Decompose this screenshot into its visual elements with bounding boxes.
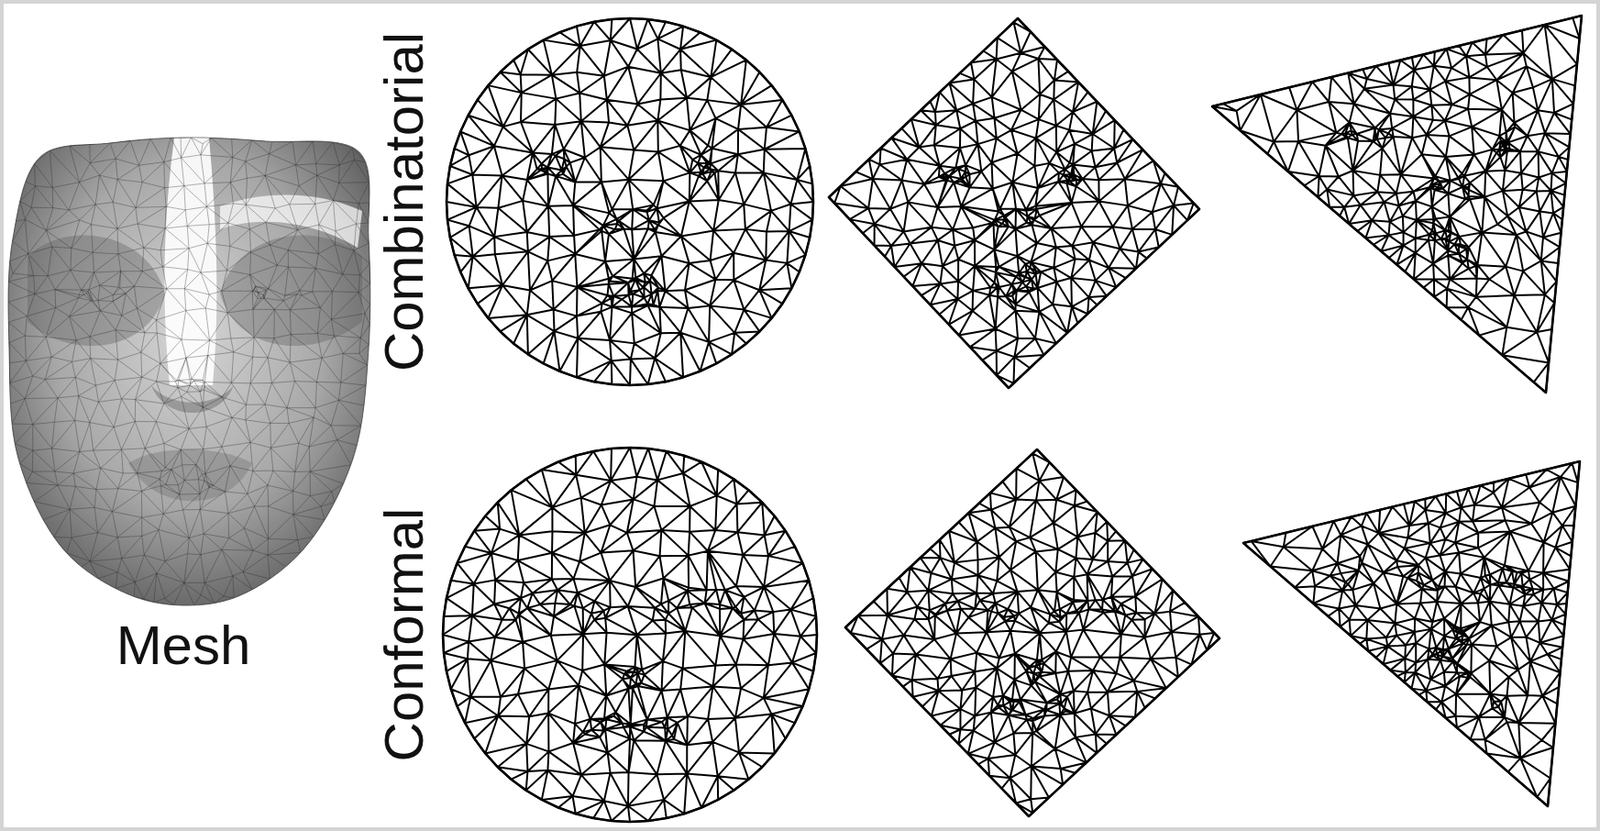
boundary-outline [828, 18, 1200, 388]
boundary-outline [1212, 15, 1582, 393]
boundary-outline [446, 18, 814, 386]
row-label: Conformal [372, 507, 436, 762]
face-surface [8, 137, 371, 606]
face-wireframe [8, 137, 371, 606]
square-parameterization [845, 449, 1220, 817]
figure-label: Mesh [116, 613, 252, 677]
brow-highlight [220, 195, 363, 249]
boundary-outline [845, 449, 1220, 817]
disk-parameterization [446, 18, 814, 386]
face-mesh [8, 137, 371, 606]
disk-parameterization [442, 447, 817, 822]
boundary-outline [1243, 461, 1580, 806]
nostril-shadow [151, 385, 234, 413]
row-label: Combinatorial [372, 32, 436, 372]
square-parameterization [828, 18, 1200, 388]
parameterizations [442, 15, 1582, 822]
boundary-outline [442, 447, 817, 822]
triangle-parameterization [1243, 461, 1580, 806]
triangle-parameterization [1212, 15, 1582, 393]
